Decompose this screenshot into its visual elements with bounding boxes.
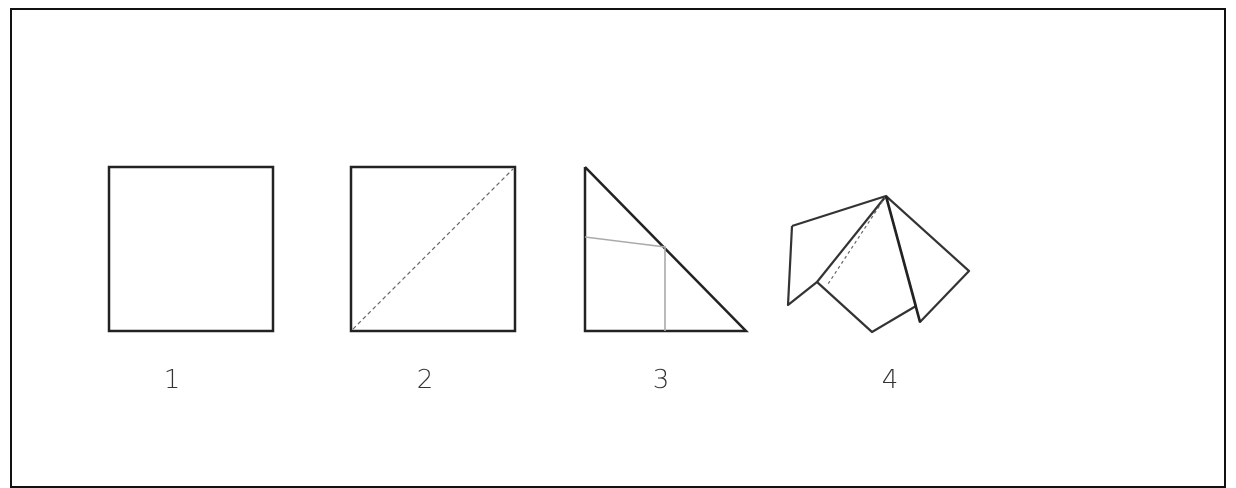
step-1-square: [109, 167, 273, 331]
origami-steps-diagram: [0, 0, 1236, 475]
diagonal-fold-line: [353, 169, 513, 329]
step-4-folded-shape: [788, 196, 969, 332]
fold-guide-line: [585, 237, 665, 331]
step-label-2: 2: [405, 365, 445, 395]
step-2-square-diagonal: [351, 167, 515, 331]
step-3-triangle: [585, 167, 746, 331]
dashed-fold-line: [828, 196, 886, 284]
step-label-3: 3: [641, 365, 681, 395]
step-label-1: 1: [152, 365, 192, 395]
step-label-4: 4: [870, 365, 910, 395]
